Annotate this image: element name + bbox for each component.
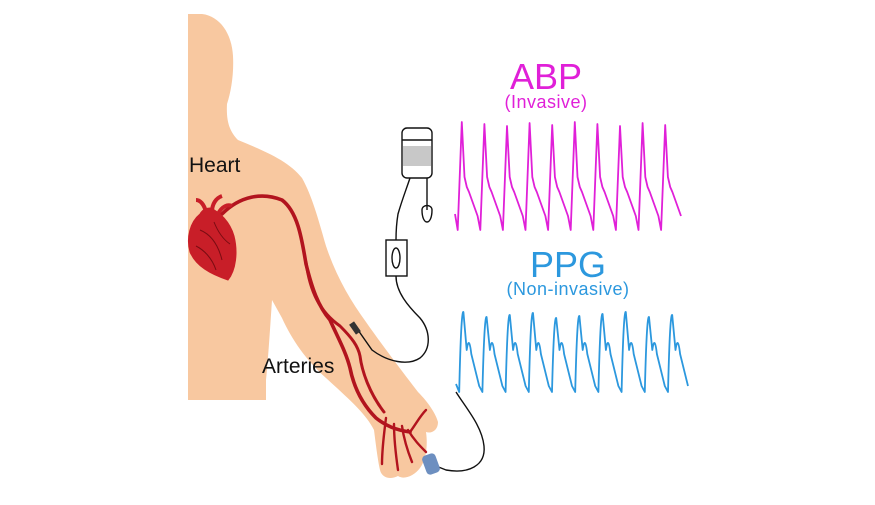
artery-finger-1 [380, 416, 388, 466]
abp-subtitle: (Invasive) [504, 92, 588, 112]
arteries [220, 194, 428, 472]
finger-clip-sensor [422, 453, 440, 475]
artery-main [220, 194, 412, 434]
iv-bag-fluid [403, 146, 431, 166]
heart-shape [187, 207, 237, 281]
ppg-cable [435, 391, 485, 472]
ppg-waveform [455, 311, 689, 393]
transducer-core [391, 247, 401, 269]
iv-drip-tube [421, 178, 433, 223]
body-silhouette [188, 14, 438, 478]
heart-vessels [195, 194, 233, 215]
arterial-catheter [349, 321, 361, 335]
iv-bag [401, 127, 433, 179]
artery-thumb [408, 408, 428, 434]
abp-title: ABP [509, 56, 583, 97]
heart-detail [195, 221, 231, 271]
artery-finger-3 [400, 424, 414, 464]
arterial-line-setup [357, 127, 433, 363]
artery-finger-2 [392, 422, 400, 472]
arterial-tube-to-arm [357, 275, 429, 363]
ppg-title: PPG [529, 244, 607, 285]
arterial-tube [395, 177, 411, 241]
heart-label: Heart [189, 154, 241, 177]
abp-waveform [454, 121, 682, 231]
ppg-sensor-setup [422, 391, 485, 475]
ppg-subtitle: (Non-invasive) [506, 279, 630, 299]
pressure-transducer [385, 239, 408, 277]
artery-branch-1 [304, 260, 386, 414]
arteries-label: Arteries [262, 355, 335, 378]
heart-organ [187, 194, 237, 281]
